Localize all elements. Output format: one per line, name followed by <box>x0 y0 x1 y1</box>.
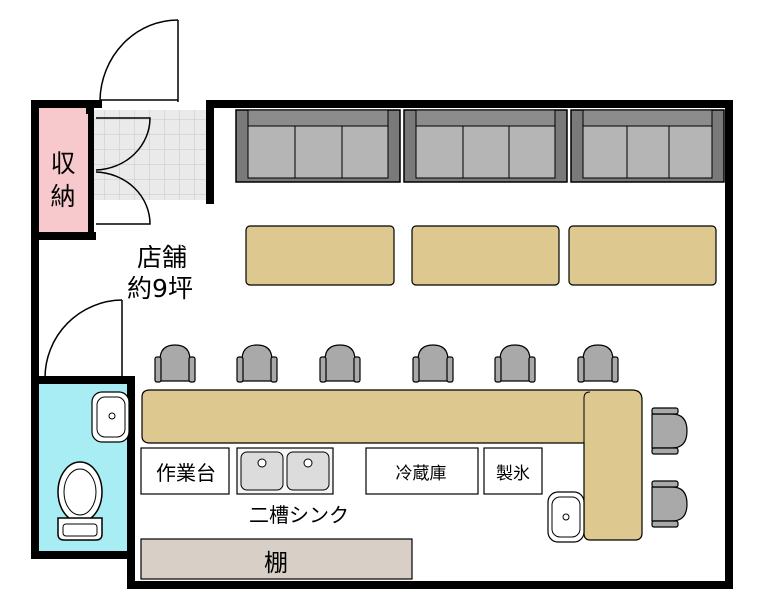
bar-counter <box>141 389 643 541</box>
shelf <box>140 538 413 580</box>
stool-5 <box>494 344 536 383</box>
stool-6 <box>577 344 619 383</box>
toilet <box>57 461 103 541</box>
storage-label-char1: 収 <box>50 149 75 178</box>
double-sink-label: 二槽シンク <box>249 503 349 527</box>
table-left <box>245 225 395 286</box>
sofa-center <box>403 109 568 183</box>
storage-wall-strip <box>88 110 94 236</box>
ice-maker <box>483 447 543 495</box>
work-table <box>140 447 230 495</box>
stool-4 <box>412 344 454 383</box>
counter-inner-edge <box>583 391 591 443</box>
storage-doors <box>95 117 151 225</box>
table-center <box>411 225 560 286</box>
refrigerator <box>365 447 479 495</box>
stool-8 <box>651 480 688 528</box>
ice-maker-label: 製氷 <box>496 464 530 484</box>
counter-stools <box>154 344 619 383</box>
walls <box>31 100 733 589</box>
side-stools <box>651 407 688 528</box>
toilet-door <box>44 299 128 379</box>
double-sink <box>236 447 334 495</box>
shelf-label: 棚 <box>264 549 288 577</box>
stool-3 <box>319 344 361 383</box>
sofa-right <box>570 109 725 183</box>
shop-label-line2: 約9坪 <box>127 274 193 303</box>
entrance-door <box>99 19 179 102</box>
hand-sink-counter <box>547 491 585 543</box>
storage-room <box>37 106 90 236</box>
table-right <box>568 225 717 286</box>
stool-7 <box>651 407 688 455</box>
storage-label-char2: 納 <box>50 182 75 211</box>
shop-label-line1: 店舗 <box>137 243 187 272</box>
stool-2 <box>236 344 278 383</box>
stool-1 <box>154 344 196 383</box>
sofa-left <box>235 109 401 183</box>
refrigerator-label: 冷蔵庫 <box>396 464 447 484</box>
work-table-label: 作業台 <box>156 461 216 485</box>
toilet-hand-sink <box>91 391 130 443</box>
